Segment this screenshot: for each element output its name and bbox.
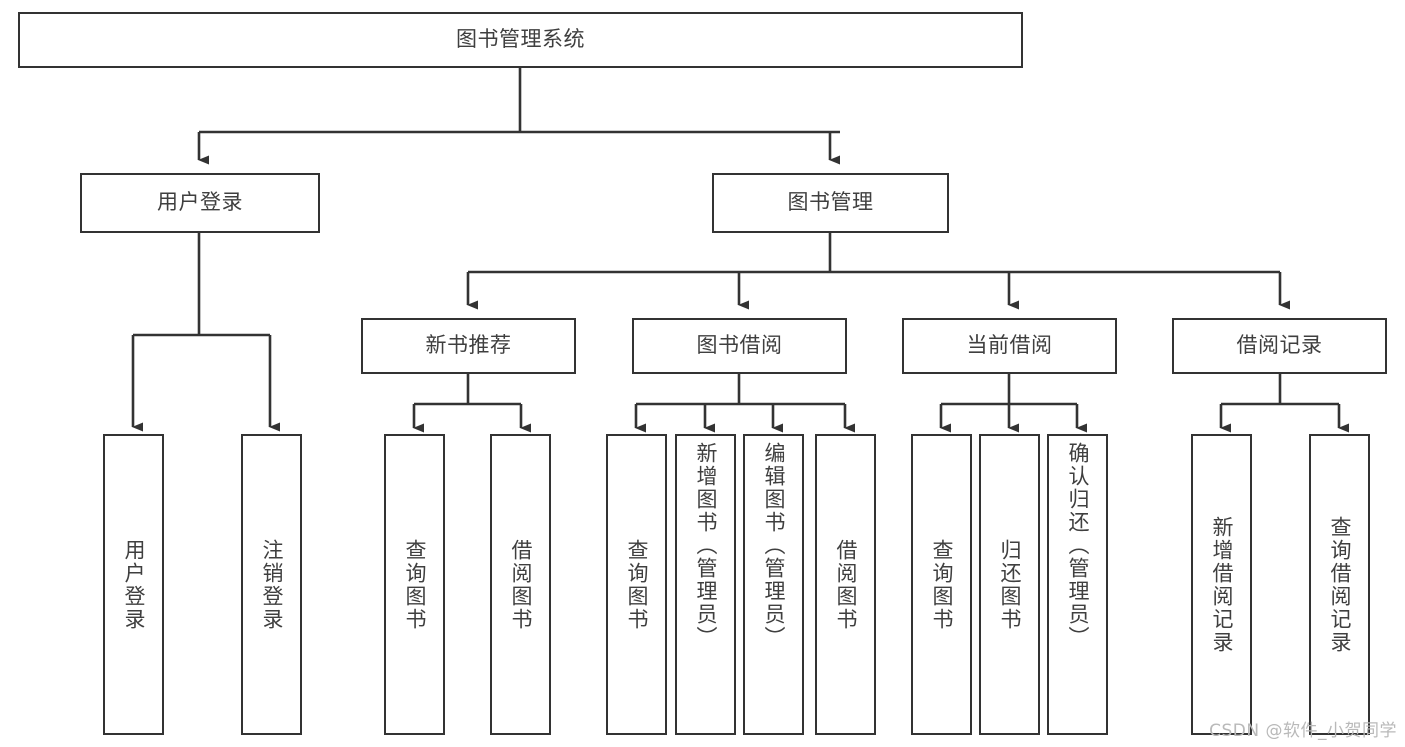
node-user-login-label: 用户登录 [157, 190, 243, 215]
node-leaf-add-book-label: 新增图书（管理员） [694, 442, 718, 649]
node-new-book-recommend[interactable]: 新书推荐 [361, 318, 576, 374]
node-leaf-borrow-book-1-label: 借阅图书 [509, 538, 533, 631]
node-book-manage-label: 图书管理 [787, 190, 874, 215]
node-new-book-recommend-label: 新书推荐 [425, 333, 512, 358]
node-leaf-edit-book-label: 编辑图书（管理员） [762, 442, 786, 649]
node-leaf-return-book-label: 归还图书 [998, 538, 1022, 631]
node-leaf-query-record[interactable]: 查询借阅记录 [1309, 434, 1370, 735]
node-leaf-borrow-book-2-label: 借阅图书 [834, 538, 858, 631]
node-leaf-query-book-1-label: 查询图书 [403, 538, 427, 631]
node-leaf-query-book-1[interactable]: 查询图书 [384, 434, 445, 735]
node-leaf-query-book-2[interactable]: 查询图书 [606, 434, 667, 735]
node-leaf-add-record[interactable]: 新增借阅记录 [1191, 434, 1252, 735]
node-leaf-logout-login-label: 注销登录 [260, 538, 284, 631]
node-leaf-user-login[interactable]: 用户登录 [103, 434, 164, 735]
node-leaf-query-book-3[interactable]: 查询图书 [911, 434, 972, 735]
node-current-borrow-label: 当前借阅 [966, 333, 1053, 358]
node-book-borrow[interactable]: 图书借阅 [632, 318, 847, 374]
node-leaf-query-record-label: 查询借阅记录 [1328, 515, 1352, 654]
node-user-login[interactable]: 用户登录 [80, 173, 320, 233]
node-book-manage[interactable]: 图书管理 [712, 173, 949, 233]
node-leaf-borrow-book-1[interactable]: 借阅图书 [490, 434, 551, 735]
node-leaf-query-book-2-label: 查询图书 [625, 538, 649, 631]
node-current-borrow[interactable]: 当前借阅 [902, 318, 1117, 374]
node-leaf-user-login-label: 用户登录 [122, 538, 146, 631]
node-root[interactable]: 图书管理系统 [18, 12, 1023, 68]
node-leaf-query-book-3-label: 查询图书 [930, 538, 954, 631]
node-leaf-return-book[interactable]: 归还图书 [979, 434, 1040, 735]
node-leaf-add-book[interactable]: 新增图书（管理员） [675, 434, 736, 735]
node-borrow-record-label: 借阅记录 [1236, 333, 1323, 358]
node-book-borrow-label: 图书借阅 [696, 333, 783, 358]
node-leaf-logout-login[interactable]: 注销登录 [241, 434, 302, 735]
node-borrow-record[interactable]: 借阅记录 [1172, 318, 1387, 374]
node-leaf-confirm-return-label: 确认归还（管理员） [1066, 442, 1090, 649]
node-leaf-confirm-return[interactable]: 确认归还（管理员） [1047, 434, 1108, 735]
node-leaf-add-record-label: 新增借阅记录 [1210, 515, 1234, 654]
node-leaf-borrow-book-2[interactable]: 借阅图书 [815, 434, 876, 735]
node-leaf-edit-book[interactable]: 编辑图书（管理员） [743, 434, 804, 735]
node-root-label: 图书管理系统 [456, 27, 585, 52]
